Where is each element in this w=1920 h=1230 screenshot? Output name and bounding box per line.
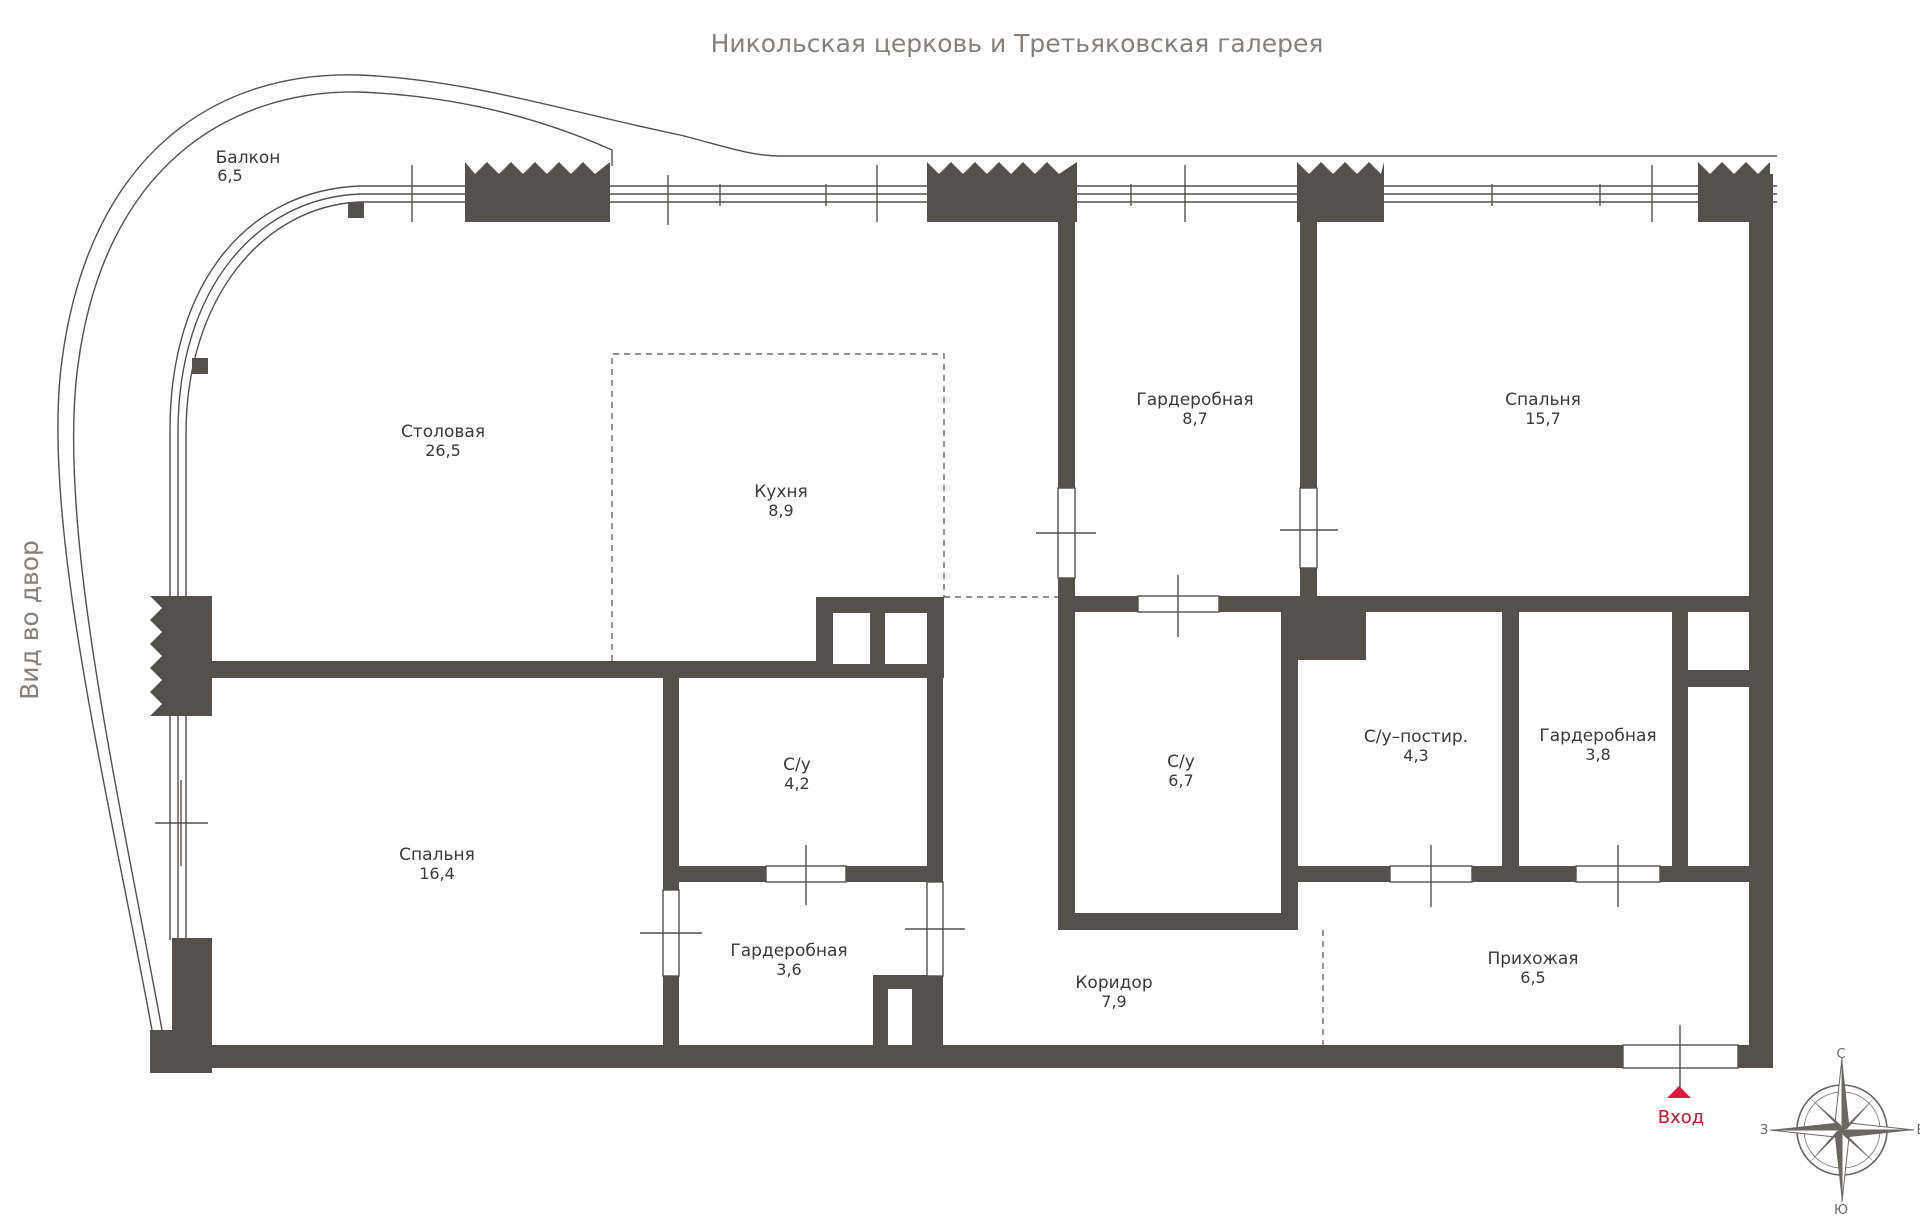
pier-1 (465, 162, 610, 222)
room-area-wardrobe-s: 3,6 (776, 960, 801, 979)
block-laundry-corner (1298, 600, 1366, 660)
doors (640, 487, 1739, 1088)
room-name-balcony: Балкон (216, 148, 281, 168)
room-name-wc-laundry: С/у–постир. (1364, 727, 1468, 747)
pier-small-1 (348, 202, 364, 218)
kitchen-boundary (611, 353, 945, 661)
wall-wardrobe-n-west-top (1058, 222, 1075, 488)
glazing-curve-3 (185, 201, 930, 720)
room-name-bedroom-ne: Спальня (1505, 390, 1581, 410)
wall-wardrobe-s-east (927, 976, 943, 1046)
glazing-curve (169, 185, 930, 720)
walls (150, 162, 1773, 1073)
room-area-hall: 6,5 (1520, 968, 1545, 987)
wall-laundry-east (1502, 612, 1519, 882)
wall-east (1749, 174, 1773, 1068)
room-area-balcony: 6,5 (217, 166, 242, 185)
room-name-kitchen: Кухня (754, 482, 808, 502)
wall-mid-horizontal-1 (1058, 596, 1138, 612)
wall-wc-bottom-left (663, 866, 766, 882)
glazing-curve-2 (177, 193, 930, 720)
wall-hall-top-1 (1298, 866, 1390, 882)
room-area-wardrobe-n: 8,7 (1182, 409, 1207, 428)
entrance-label: Вход (1658, 1107, 1704, 1128)
room-name-wc-small: С/у (783, 755, 811, 775)
wall-wardrobe-n-east-top (1300, 222, 1317, 488)
compass-north-letter: С (1836, 1047, 1845, 1062)
room-name-dining: Столовая (401, 422, 485, 442)
room-name-wc-main: С/у (1167, 752, 1195, 772)
room-area-wc-small: 4,2 (784, 774, 809, 793)
wall-south-right (1738, 1045, 1773, 1068)
wall-wc-main-bottom (1058, 913, 1298, 930)
room-area-wc-main: 6,7 (1168, 771, 1193, 790)
wall-wardrobe-e-east (1672, 612, 1688, 882)
wall-wc-east (927, 676, 943, 882)
room-name-wardrobe-s: Гардеробная (730, 941, 847, 961)
wall-hall-top-2 (1472, 866, 1576, 882)
pier-small-2 (192, 358, 208, 374)
pier-3 (1297, 162, 1384, 222)
zone-lines (611, 353, 1324, 1045)
view-north-label: Никольская церковь и Третьяковская галер… (711, 29, 1324, 58)
room-labels: Балкон 6,5 Столовая 26,5 Кухня 8,9 Гарде… (216, 148, 1657, 1011)
wall-wc-main-east (1281, 610, 1298, 930)
balcony-outer-railing (57, 74, 1777, 1031)
wall-south (150, 1045, 1623, 1068)
compass-rose-icon (1769, 1057, 1915, 1203)
compass-west-letter: З (1760, 1123, 1768, 1138)
pier-west (150, 596, 212, 716)
pier-2 (927, 162, 1077, 222)
view-west-label: Вид во двор (15, 540, 44, 700)
door-bedroom-ne (1299, 487, 1318, 569)
room-area-bedroom-ne: 15,7 (1525, 409, 1561, 428)
room-name-wardrobe-e: Гардеробная (1539, 726, 1656, 746)
room-name-wardrobe-n: Гардеробная (1136, 390, 1253, 410)
wall-hall-top-3 (1660, 866, 1749, 882)
shafts (816, 597, 944, 678)
compass-east-letter: В (1917, 1123, 1920, 1138)
wall-dining-bedroom (212, 661, 824, 678)
room-name-corridor: Коридор (1075, 973, 1152, 993)
room-area-wardrobe-e: 3,8 (1585, 745, 1610, 764)
room-area-dining: 26,5 (425, 441, 461, 460)
balcony (57, 74, 1777, 1031)
room-area-wc-laundry: 4,3 (1403, 746, 1428, 765)
room-area-bedroom-w: 16,4 (419, 864, 455, 883)
wall-wc-bottom-right (846, 866, 943, 882)
room-name-hall: Прихожая (1487, 949, 1578, 969)
wardrobe-s-shaft (873, 975, 927, 1045)
wall-niche-divider (1688, 670, 1749, 687)
compass-south-letter: Ю (1834, 1203, 1848, 1218)
room-area-corridor: 7,9 (1101, 992, 1126, 1011)
wall-wc-west (663, 676, 679, 1046)
balcony-inner-railing (72, 91, 613, 1031)
room-name-bedroom-w: Спальня (399, 845, 475, 865)
wall-wardrobe-n-west-bottom (1058, 578, 1075, 930)
room-area-kitchen: 8,9 (768, 501, 793, 520)
entrance-marker (1667, 1086, 1691, 1098)
